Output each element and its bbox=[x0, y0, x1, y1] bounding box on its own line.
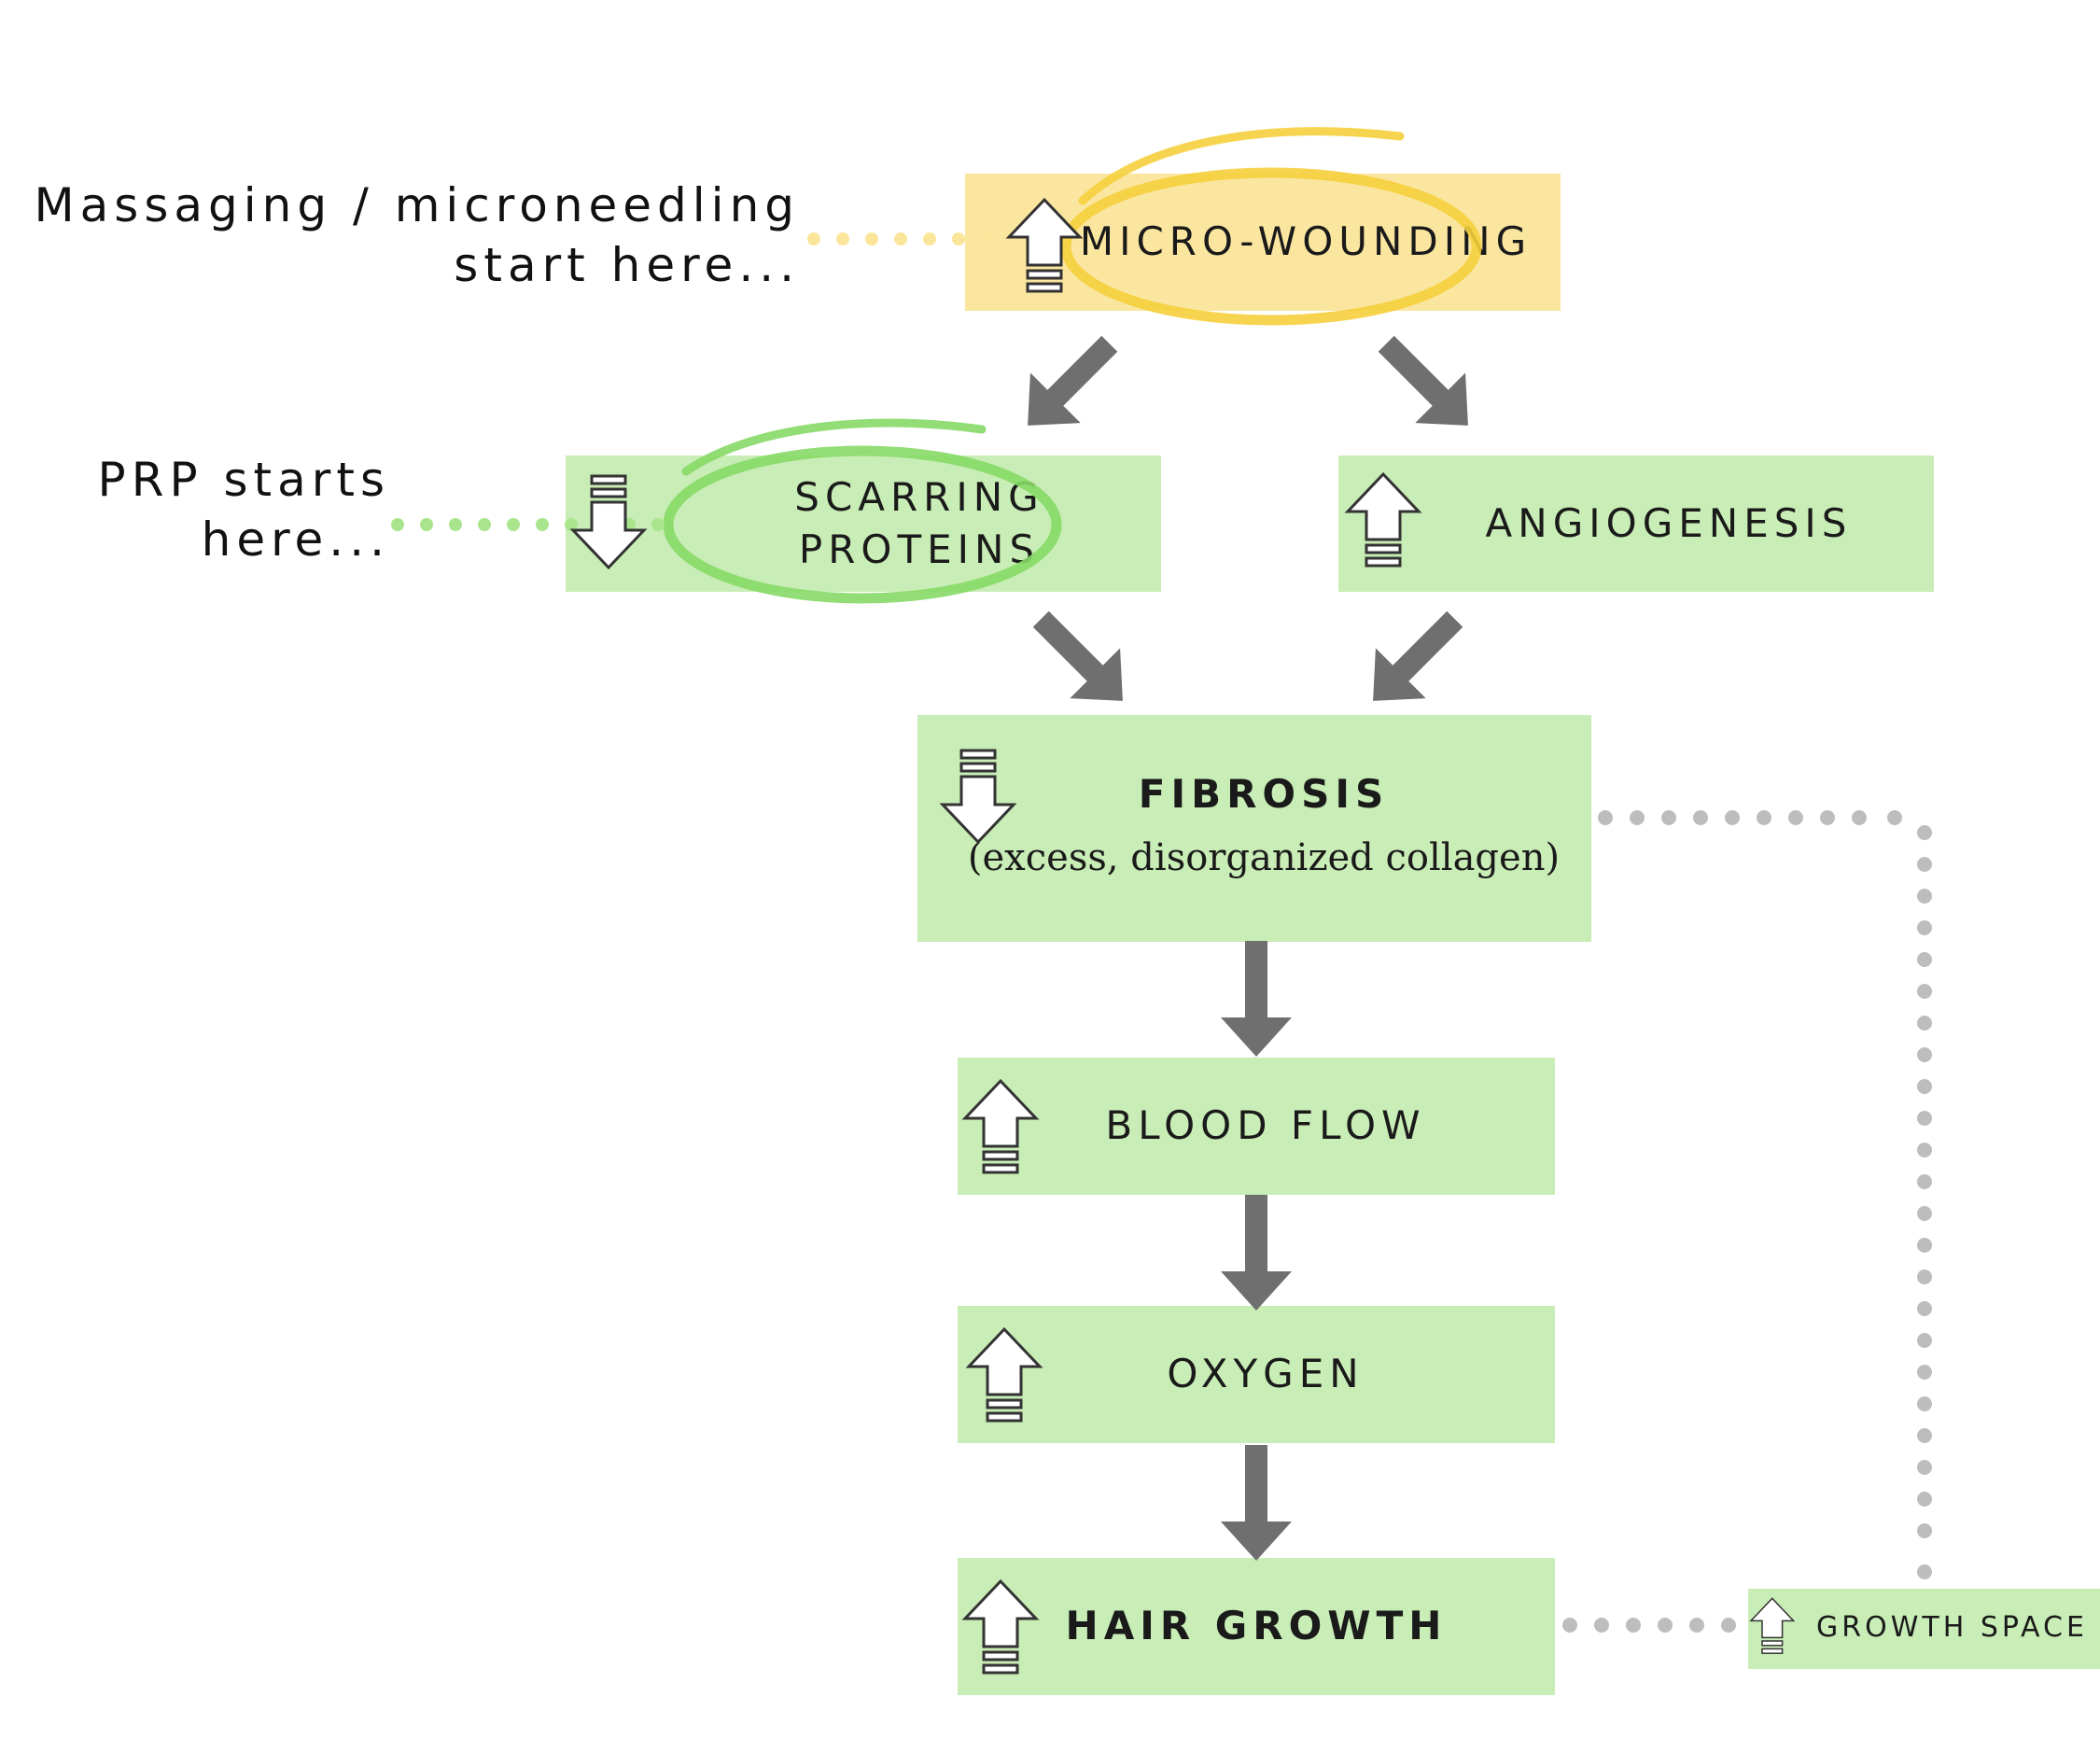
node-scarring-proteins-line1: SCARRING bbox=[794, 474, 1044, 520]
note-prp: PRP starts here... bbox=[98, 450, 390, 569]
note-massaging-line2: start here... bbox=[454, 238, 800, 292]
node-blood-flow: BLOOD FLOW bbox=[958, 1058, 1555, 1195]
dots-massaging bbox=[807, 232, 1052, 245]
node-hair-growth: HAIR GROWTH bbox=[958, 1558, 1555, 1695]
arrow-oxygen-to-hair-growth bbox=[1221, 1445, 1292, 1561]
node-scarring-proteins-line2: PROTEINS bbox=[798, 526, 1041, 572]
note-massaging: Massaging / microneedling start here... bbox=[34, 175, 800, 295]
highlight-scarring-proteins bbox=[663, 418, 1062, 604]
arrow-micro-to-angiogenesis bbox=[1378, 335, 1468, 426]
up-arrow-icon bbox=[965, 1326, 1043, 1423]
node-fibrosis-label: FIBROSIS bbox=[1138, 771, 1390, 817]
up-arrow-icon bbox=[961, 1078, 1040, 1174]
node-angiogenesis: ANGIOGENESIS bbox=[1338, 456, 1934, 592]
down-arrow-icon bbox=[569, 474, 648, 570]
arrow-scarring-to-fibrosis bbox=[1032, 610, 1123, 701]
arrow-blood-flow-to-oxygen bbox=[1221, 1195, 1292, 1311]
up-arrow-icon bbox=[1749, 1597, 1796, 1654]
node-growth-space: GROWTH SPACE bbox=[1748, 1589, 2100, 1669]
up-arrow-icon bbox=[961, 1578, 1040, 1675]
node-micro-wounding-label: MICRO-WOUNDING bbox=[1079, 218, 1533, 264]
node-hair-growth-label: HAIR GROWTH bbox=[1065, 1603, 1448, 1648]
node-blood-flow-label: BLOOD FLOW bbox=[1105, 1102, 1426, 1148]
arrow-micro-to-scarring bbox=[1028, 335, 1118, 426]
node-oxygen-label: OXYGEN bbox=[1167, 1351, 1365, 1396]
highlight-micro-wounding bbox=[1060, 127, 1482, 326]
node-fibrosis-sublabel: (excess, disorganized collagen) bbox=[967, 836, 1561, 879]
node-fibrosis: FIBROSIS (excess, disorganized collagen) bbox=[917, 715, 1591, 942]
arrow-fibrosis-to-blood-flow bbox=[1221, 941, 1292, 1057]
note-prp-line1: PRP starts bbox=[97, 453, 390, 507]
note-prp-line2: here... bbox=[201, 512, 390, 567]
note-massaging-line1: Massaging / microneedling bbox=[34, 178, 800, 232]
up-arrow-icon bbox=[1344, 471, 1422, 568]
node-angiogenesis-label: ANGIOGENESIS bbox=[1485, 500, 1853, 546]
node-scarring-proteins: SCARRING PROTEINS bbox=[566, 456, 1161, 592]
down-arrow-icon bbox=[939, 749, 1017, 845]
up-arrow-icon bbox=[1005, 197, 1084, 293]
arrow-angiogenesis-to-fibrosis bbox=[1373, 610, 1463, 701]
dots-hair-to-growth-space bbox=[1562, 1618, 1736, 1633]
node-growth-space-label: GROWTH SPACE bbox=[1816, 1611, 2088, 1644]
node-oxygen: OXYGEN bbox=[958, 1306, 1555, 1443]
dots-fibrosis-to-growth-space bbox=[1598, 810, 1932, 1579]
